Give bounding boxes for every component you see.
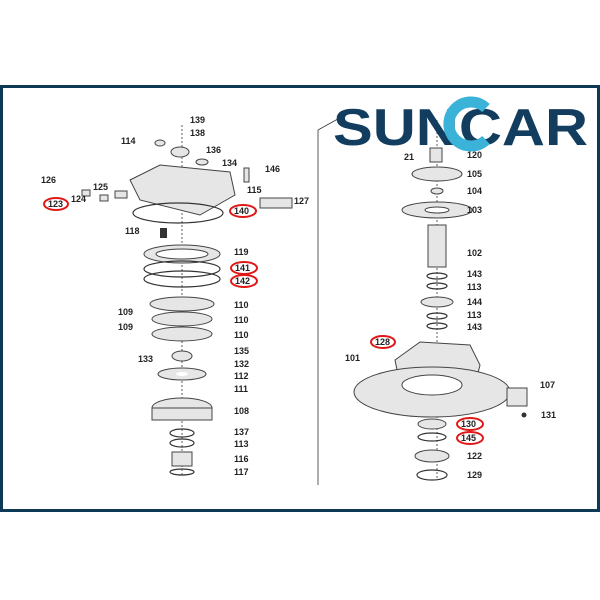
- part-label-highlighted: 123: [48, 199, 63, 209]
- part-label: 108: [234, 406, 249, 416]
- part-label: 110: [234, 315, 249, 325]
- part-label: 113: [467, 282, 482, 292]
- part-label: 103: [467, 205, 482, 215]
- part-label: 113: [234, 439, 249, 449]
- part-label: 136: [206, 145, 221, 155]
- part-label: 131: [541, 410, 556, 420]
- highlight-circle: [370, 335, 396, 349]
- part-label: 119: [234, 247, 249, 257]
- part-label: 139: [190, 115, 205, 125]
- part-label: 146: [265, 164, 280, 174]
- divider-line-top: [317, 114, 346, 131]
- right-assembly: [353, 120, 528, 481]
- part-label: 112: [234, 371, 249, 381]
- part-label: 110: [234, 300, 249, 310]
- part-label: 117: [234, 467, 249, 477]
- part-label: 120: [467, 150, 482, 160]
- suncar-logo: SUNCAR: [333, 96, 588, 157]
- part-label: 104: [467, 186, 482, 196]
- part-label: 116: [234, 454, 249, 464]
- part-label: 143: [467, 322, 482, 332]
- logo-c-arc-icon: [443, 96, 490, 152]
- part-label: 107: [540, 380, 555, 390]
- diagram-frame: [0, 85, 600, 512]
- part-label: 113: [467, 310, 482, 320]
- part-label: 110: [234, 330, 249, 340]
- left-assembly: [81, 125, 293, 476]
- valve-casing: [129, 164, 236, 216]
- part-label: 118: [125, 226, 140, 236]
- part-label-highlighted: 128: [375, 337, 390, 347]
- part-label-highlighted: 142: [235, 276, 250, 286]
- part-label: 124: [71, 194, 86, 204]
- part-label: 21: [404, 152, 414, 162]
- highlight-circle: [456, 431, 484, 445]
- part-label: 105: [467, 169, 482, 179]
- highlight-circle: [229, 204, 257, 218]
- part-label: 134: [222, 158, 237, 168]
- part-label-highlighted: 130: [461, 419, 476, 429]
- part-label: 144: [467, 297, 482, 307]
- right-part-labels: 21 120 105 104 103 102 143 113 144 113 1…: [345, 150, 556, 480]
- part-label: 114: [121, 136, 136, 146]
- part-label: 133: [138, 354, 153, 364]
- part-label: 138: [190, 128, 205, 138]
- part-label: 122: [467, 451, 482, 461]
- part-label: 111: [234, 384, 248, 394]
- part-label-highlighted: 141: [235, 263, 250, 273]
- part-label: 127: [294, 196, 309, 206]
- part-label: 135: [234, 346, 249, 356]
- part-label-highlighted: 145: [461, 433, 476, 443]
- part-label: 109: [118, 322, 133, 332]
- part-label: 101: [345, 353, 360, 363]
- highlight-circle: [230, 274, 258, 288]
- part-label-highlighted: 140: [234, 206, 249, 216]
- highlight-circle: [43, 197, 69, 211]
- part-label: 132: [234, 359, 249, 369]
- part-label: 125: [93, 182, 108, 192]
- part-label: 115: [247, 185, 262, 195]
- part-label: 143: [467, 269, 482, 279]
- part-label: 129: [467, 470, 482, 480]
- part-label: 126: [41, 175, 56, 185]
- part-label: 102: [467, 248, 482, 258]
- part-label: 109: [118, 307, 133, 317]
- part-label: 137: [234, 427, 249, 437]
- highlight-circle: [456, 417, 484, 431]
- left-part-labels: 139 138 114 136 134 146 126 115 125 127 …: [41, 115, 309, 477]
